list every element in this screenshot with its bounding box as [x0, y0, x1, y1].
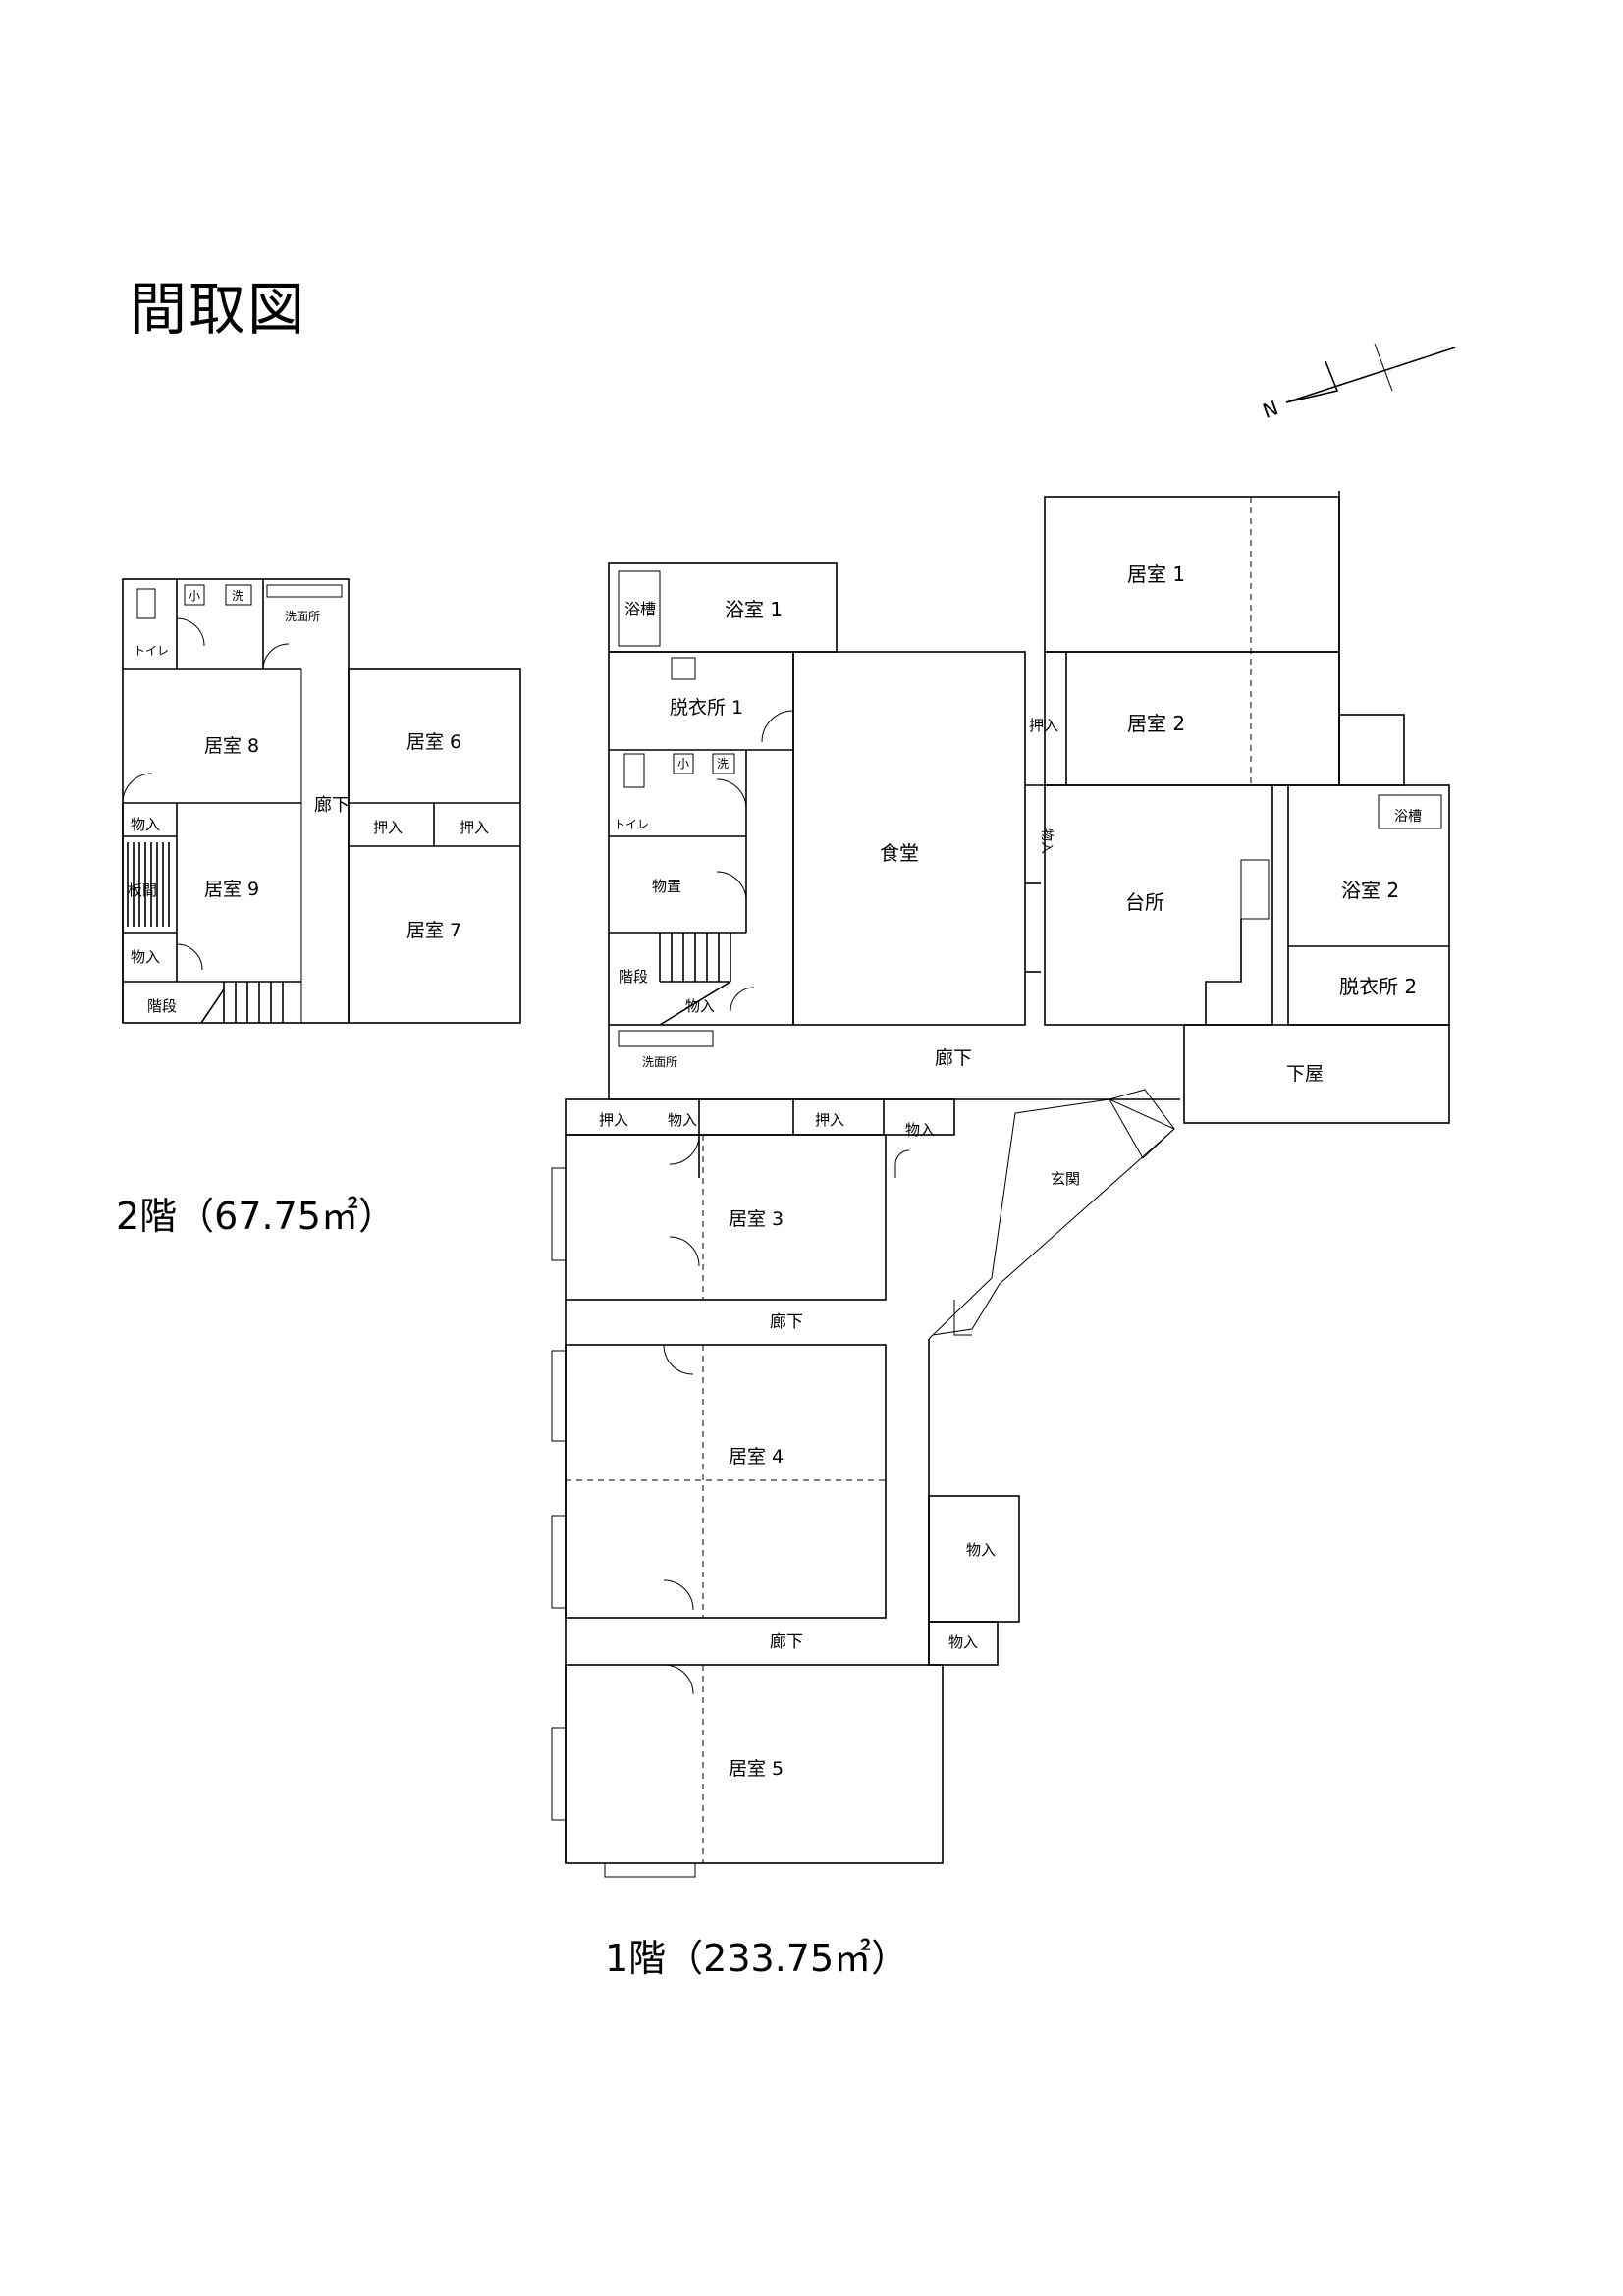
f1-storage-f-label: 物入 — [948, 1633, 978, 1651]
f2-storage-b-label: 物入 — [131, 948, 160, 966]
f2-corridor-label: 廊下 — [314, 795, 350, 816]
f1-kitchen-label: 台所 — [1125, 890, 1164, 914]
f2-room9-label: 居室 9 — [204, 879, 259, 900]
f1-washroom-label: 洗面所 — [642, 1055, 677, 1069]
f1-storage-stair-label: 物入 — [685, 997, 715, 1015]
f1-annex-label: 下屋 — [1286, 1063, 1324, 1085]
f1-closet-r3b-label: 押入 — [815, 1111, 844, 1129]
f2-room6-label: 居室 6 — [406, 731, 461, 753]
floor1-caption: 1階（233.75㎡） — [605, 1937, 909, 1980]
f1-closet-r2-label: 押入 — [1029, 717, 1058, 734]
f1-room3-label: 居室 3 — [729, 1208, 784, 1230]
floor2-caption: 2階（67.75㎡） — [116, 1195, 396, 1238]
f1-dressing1-label: 脱衣所 1 — [670, 697, 743, 719]
f1-storage-r3a-label: 物入 — [668, 1111, 697, 1129]
f2-sink-label: 洗 — [232, 589, 243, 603]
f1-corridor-main-label: 廊下 — [935, 1047, 972, 1069]
f1-bath2-label: 浴室 2 — [1341, 879, 1399, 902]
f1-urinal-label: 小 — [677, 757, 689, 771]
f2-closet-a-label: 押入 — [373, 819, 403, 836]
f2-toilet-label: トイレ — [134, 644, 169, 658]
f1-room4-label: 居室 4 — [729, 1446, 784, 1468]
f2-room8-label: 居室 8 — [204, 735, 259, 757]
f1-corridor-low-label: 廊下 — [770, 1632, 803, 1652]
f1-room1-label: 居室 1 — [1127, 562, 1185, 586]
f1-tub2-label: 浴槽 — [1394, 809, 1422, 825]
floor1-plan: 浴槽 浴室 1 脱衣所 1 トイレ 小 洗 物置 階段 物入 洗面所 食堂 居室… — [551, 491, 1450, 1878]
f2-closet-b-label: 押入 — [460, 819, 489, 836]
f1-dining-label: 食堂 — [880, 841, 919, 865]
f2-board-floor-label: 板間 — [128, 881, 157, 899]
f1-toilet-label: トイレ — [614, 818, 649, 831]
f1-bath1-label: 浴室 1 — [725, 598, 783, 621]
f1-stairs-label: 階段 — [619, 968, 648, 986]
f1-room5-label: 居室 5 — [729, 1758, 784, 1780]
f1-sink-label: 洗 — [717, 757, 729, 771]
f1-room2-label: 居室 2 — [1127, 712, 1185, 735]
f1-tub1-label: 浴槽 — [624, 600, 656, 618]
north-arrow-icon: N — [1260, 343, 1456, 423]
floor2-plan: トイレ 小 洗 洗面所 居室 8 居室 6 廊下 物入 押入 押入 居室 9 板… — [122, 578, 521, 1024]
f1-entrance-label: 玄関 — [1051, 1170, 1080, 1188]
f2-room7-label: 居室 7 — [406, 920, 461, 941]
f1-corridor-mid-label: 廊下 — [770, 1312, 803, 1332]
f2-storage-a-label: 物入 — [131, 816, 160, 833]
f2-washroom-label: 洗面所 — [285, 610, 320, 623]
f1-dressing2-label: 脱衣所 2 — [1339, 975, 1417, 998]
f1-closet-r3a-label: 押入 — [599, 1111, 628, 1129]
f1-storeroom-label: 物置 — [652, 878, 681, 895]
f2-urinal-label: 小 — [189, 589, 200, 603]
f1-storage-vert-label: 物入 — [1039, 828, 1054, 854]
f1-storage-r3b-label: 物入 — [905, 1121, 935, 1139]
compass-label: N — [1260, 396, 1281, 423]
f1-storage-e-label: 物入 — [966, 1541, 996, 1559]
f2-stairs-label: 階段 — [147, 997, 177, 1015]
page-title: 間取図 — [130, 276, 307, 343]
